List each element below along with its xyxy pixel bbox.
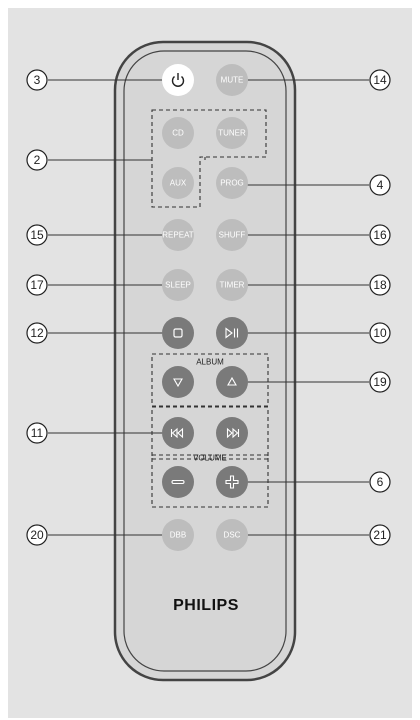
tuner-label: TUNER	[218, 129, 246, 138]
power-button[interactable]	[162, 64, 194, 96]
callout-dbb: 20	[30, 528, 44, 542]
sleep-button[interactable]: SLEEP	[162, 269, 194, 301]
mute-label: MUTE	[221, 76, 244, 85]
mute-button[interactable]: MUTE	[216, 64, 248, 96]
callout-repeat: 15	[30, 228, 44, 242]
callout-dsc: 21	[373, 528, 387, 542]
callout-source: 2	[34, 153, 41, 167]
callout-volume: 6	[377, 475, 384, 489]
callout-stop: 12	[30, 326, 44, 340]
tuner-button[interactable]: TUNER	[216, 117, 248, 149]
cd-label: CD	[172, 129, 184, 138]
timer-button[interactable]: TIMER	[216, 269, 248, 301]
dsc-label: DSC	[224, 531, 241, 540]
callout-album: 19	[373, 375, 387, 389]
repeat-button[interactable]: REPEAT	[162, 219, 194, 251]
shuffle-button[interactable]: SHUFF	[216, 219, 248, 251]
album-up-button[interactable]	[216, 366, 248, 398]
callout-power: 3	[34, 73, 41, 87]
aux-button[interactable]: AUX	[162, 167, 194, 199]
callout-prog: 4	[377, 178, 384, 192]
sleep-label: SLEEP	[165, 281, 191, 290]
previous-button[interactable]	[162, 417, 194, 449]
volume-up-button[interactable]	[216, 466, 248, 498]
stop-button[interactable]	[162, 317, 194, 349]
dbb-button[interactable]: DBB	[162, 519, 194, 551]
callout-mute: 14	[373, 73, 387, 87]
callout-shuffle: 16	[373, 228, 387, 242]
timer-label: TIMER	[220, 281, 245, 290]
volume-group-label: VOLUME	[193, 454, 227, 463]
callout-play-pause: 10	[373, 326, 387, 340]
dsc-button[interactable]: DSC	[216, 519, 248, 551]
repeat-label: REPEAT	[162, 231, 194, 240]
cd-button[interactable]: CD	[162, 117, 194, 149]
brand-logo: PHILIPS	[173, 597, 239, 614]
album-down-button[interactable]	[162, 366, 194, 398]
volume-down-button[interactable]	[162, 466, 194, 498]
callout-sleep: 17	[30, 278, 44, 292]
aux-label: AUX	[170, 179, 187, 188]
prog-button[interactable]: PROG	[216, 167, 248, 199]
play-pause-button[interactable]	[216, 317, 248, 349]
callout-skip: 11	[31, 426, 44, 440]
prog-label: PROG	[220, 179, 244, 188]
album-group-label: ALBUM	[196, 358, 224, 367]
next-button[interactable]	[216, 417, 248, 449]
dbb-label: DBB	[170, 531, 186, 540]
shuffle-label: SHUFF	[219, 231, 246, 240]
callout-timer: 18	[373, 278, 387, 292]
